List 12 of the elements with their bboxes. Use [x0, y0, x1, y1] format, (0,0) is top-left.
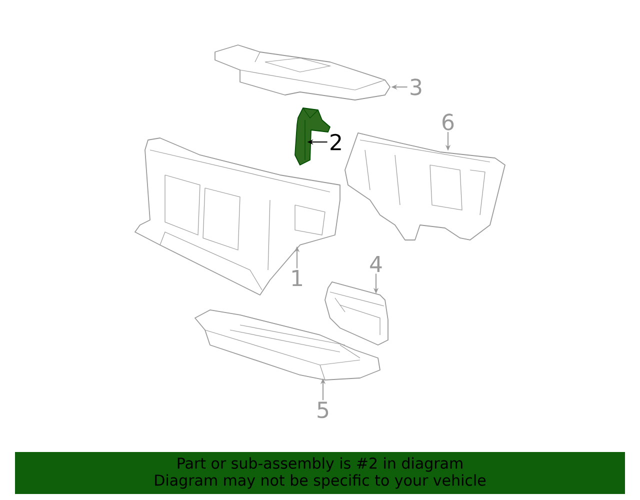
tray-drawing — [194, 310, 380, 380]
plate-drawing — [214, 44, 390, 100]
callout-number: 3 — [410, 78, 422, 96]
callout-number: 4 — [370, 256, 382, 272]
bracket-drawing — [294, 108, 330, 166]
callout-number: 2 — [330, 134, 341, 150]
notice-banner: Part or sub-assembly is #2 in diagram Diagram may not be specific to your vehicle — [15, 452, 625, 494]
callout-number: 1 — [292, 270, 302, 286]
bracket-drawing — [324, 282, 388, 346]
shroud-drawing — [344, 132, 506, 240]
callout-number: 6 — [442, 114, 454, 130]
callout-number: 5 — [318, 402, 328, 418]
